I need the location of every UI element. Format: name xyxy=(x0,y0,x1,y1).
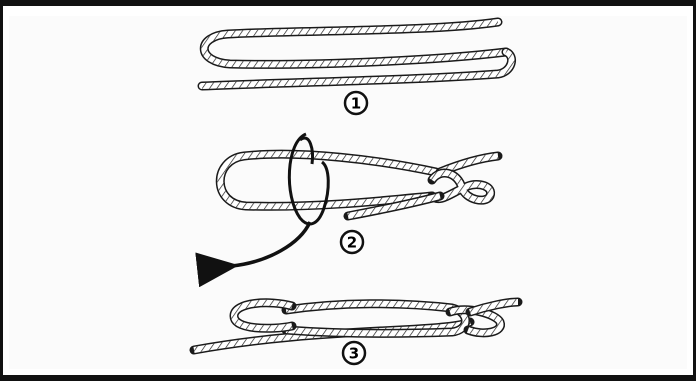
step-2-badge: 2 xyxy=(341,231,363,253)
step-2-label: 2 xyxy=(347,234,357,252)
step-1-label: 1 xyxy=(351,95,361,113)
step-1-badge: 1 xyxy=(345,92,367,114)
step-3-label: 3 xyxy=(349,345,359,363)
step-1-rope-bight xyxy=(202,22,512,86)
step-3-badge: 3 xyxy=(343,342,365,364)
